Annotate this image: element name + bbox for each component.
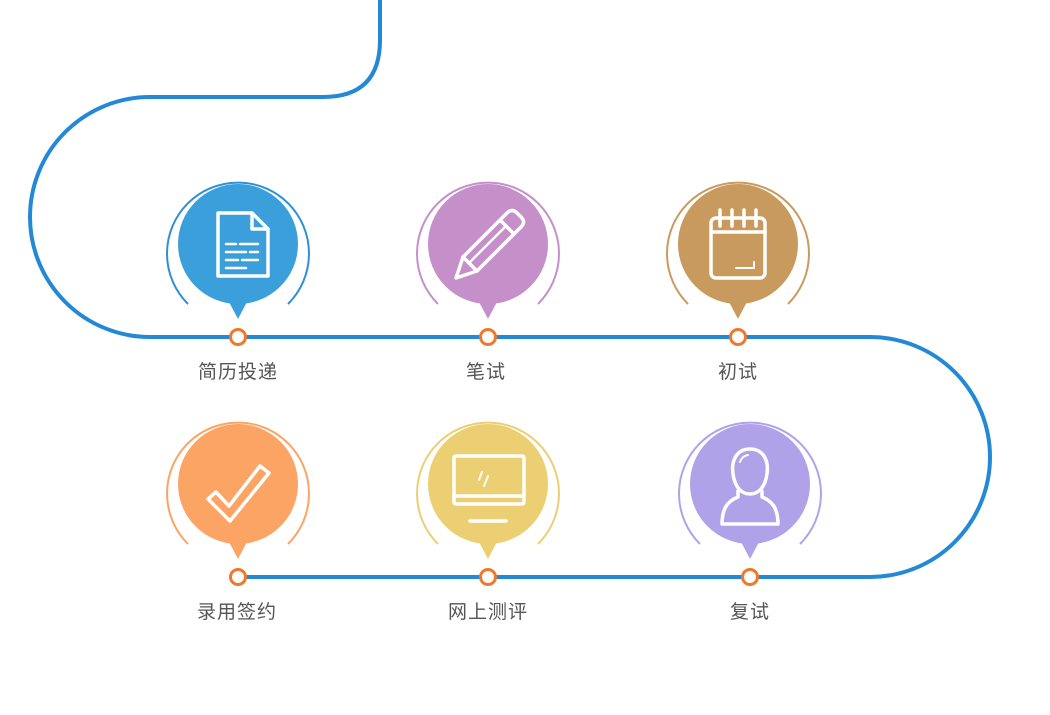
checkmark-icon <box>206 464 271 523</box>
step-label-resume-submission: 简历投递 <box>197 361 278 383</box>
flow-path <box>28 0 992 579</box>
step-written-test <box>416 181 560 346</box>
step-label-online-assessment: 网上测评 <box>447 601 528 623</box>
step-node <box>229 568 247 586</box>
step-resume-submission <box>166 181 310 346</box>
document-icon <box>216 211 270 278</box>
notepad-icon <box>709 208 767 280</box>
step-node <box>229 328 247 346</box>
step-node <box>479 568 497 586</box>
step-label-first-interview: 初试 <box>717 361 758 383</box>
pencil-icon <box>454 208 526 280</box>
monitor-icon <box>452 454 526 523</box>
second-interview-pin <box>678 421 822 559</box>
first-interview-pin <box>666 181 810 319</box>
step-label-written-test: 笔试 <box>465 361 506 383</box>
offer-signing-pin <box>166 421 310 559</box>
step-node <box>741 568 759 586</box>
written-test-pin <box>416 181 560 319</box>
step-second-interview <box>678 421 822 586</box>
step-label-offer-signing: 录用签约 <box>196 601 277 623</box>
step-first-interview <box>666 181 810 346</box>
step-offer-signing <box>166 421 310 586</box>
step-node <box>729 328 747 346</box>
step-node <box>479 328 497 346</box>
online-assessment-pin <box>416 421 560 559</box>
user-icon <box>720 447 780 526</box>
step-label-second-interview: 复试 <box>729 601 770 623</box>
step-online-assessment <box>416 421 560 586</box>
